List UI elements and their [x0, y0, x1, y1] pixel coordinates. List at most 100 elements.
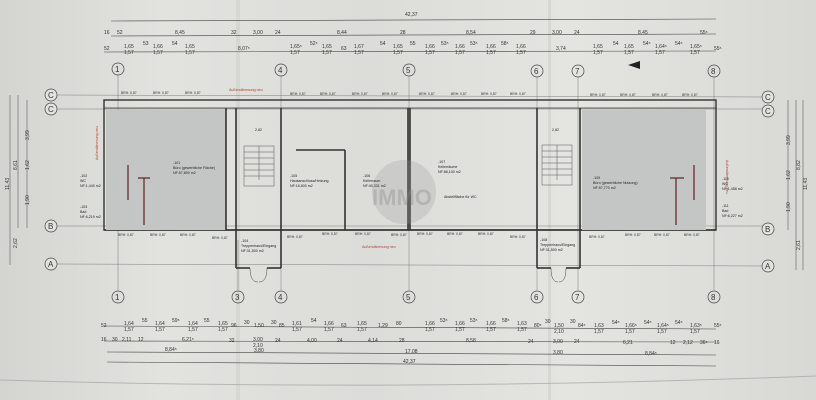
svg-text:3,00: 3,00: [552, 30, 562, 36]
svg-text:1,66: 1,66: [324, 321, 334, 327]
axis-c2-right: C: [765, 107, 771, 116]
axis-markers-side: [44, 88, 775, 273]
svg-text:1,57: 1,57: [455, 327, 465, 333]
svg-text:55: 55: [410, 41, 416, 47]
svg-text:-108: -108: [540, 238, 547, 242]
svg-text:1,57: 1,57: [425, 327, 435, 333]
svg-text:-106: -106: [363, 174, 370, 178]
svg-text:BRH: 0,87: BRH: 0,87: [320, 92, 336, 96]
svg-text:NF:31,500 m2: NF:31,500 m2: [241, 249, 264, 253]
svg-text:1,64: 1,64: [188, 321, 198, 327]
wc-storage-note: Abstellfläche für WC: [444, 195, 477, 199]
svg-text:36⁵: 36⁵: [700, 340, 708, 346]
side-dimension-lines: [9, 95, 804, 270]
svg-text:58⁵: 58⁵: [501, 41, 509, 47]
svg-text:BRH: 0,87: BRH: 0,87: [212, 236, 228, 240]
insulation-note-right: Außendämmung neu: [725, 160, 729, 194]
svg-text:-104: -104: [241, 239, 248, 243]
window-labels-top: BRH: 0,87 BRH: 0,87 BRH: 0,87 BRH: 0,87 BRH…: [121, 91, 698, 97]
svg-text:12: 12: [138, 337, 144, 343]
svg-text:54⁵: 54⁵: [612, 320, 620, 326]
svg-text:1,57: 1,57: [218, 327, 228, 333]
svg-text:53⁵: 53⁵: [470, 41, 478, 47]
svg-text:1,57: 1,57: [290, 50, 300, 56]
svg-text:16: 16: [714, 340, 720, 346]
svg-text:1,57: 1,57: [655, 50, 665, 56]
svg-text:1,66: 1,66: [516, 44, 526, 50]
svg-text:29: 29: [530, 30, 536, 36]
svg-text:1,65⁵: 1,65⁵: [290, 44, 302, 50]
svg-text:Treppenhaus/Eingang: Treppenhaus/Eingang: [241, 244, 276, 248]
svg-text:24: 24: [275, 30, 281, 36]
svg-text:54: 54: [311, 318, 317, 324]
wc-block-left: [127, 165, 150, 225]
svg-text:BRH: 0,87: BRH: 0,87: [620, 93, 636, 97]
svg-text:Kellerraum: Kellerraum: [363, 179, 380, 183]
svg-text:BRH: 0,87: BRH: 0,87: [290, 92, 306, 96]
bottom-dimension-chain: [103, 325, 717, 367]
axis-5-top: 5: [406, 66, 411, 75]
svg-text:BRH: 0,87: BRH: 0,87: [481, 92, 497, 96]
svg-text:1,57: 1,57: [486, 50, 496, 56]
axis-c2-left: C: [48, 105, 54, 114]
svg-text:6,21: 6,21: [623, 340, 633, 346]
svg-text:8,45: 8,45: [638, 30, 648, 36]
svg-text:BRH: 0,87: BRH: 0,87: [589, 235, 605, 239]
svg-text:Bad: Bad: [80, 210, 86, 214]
svg-text:-103: -103: [80, 205, 87, 209]
svg-text:3,00: 3,00: [253, 337, 263, 343]
left-dims: 11,43 8,61 2,62 3,99 1,62 1,90: [5, 130, 31, 248]
svg-text:1,57: 1,57: [593, 50, 603, 56]
svg-text:WC: WC: [722, 182, 728, 186]
axis-7-top: 7: [575, 67, 580, 76]
svg-text:1,57: 1,57: [425, 50, 435, 56]
svg-text:54: 54: [380, 41, 386, 47]
svg-text:2,61: 2,61: [796, 240, 802, 250]
svg-text:52⁵: 52⁵: [310, 41, 318, 47]
entrance-doors: [249, 267, 567, 283]
svg-text:1,65: 1,65: [322, 44, 332, 50]
axis-8-bottom: 8: [711, 293, 716, 302]
svg-text:52: 52: [101, 323, 107, 329]
axis-6-top: 6: [534, 67, 539, 76]
svg-text:1,57: 1,57: [357, 327, 367, 333]
svg-text:BRH: 0,87: BRH: 0,87: [510, 92, 526, 96]
svg-text:NF:57,800 m2: NF:57,800 m2: [173, 171, 196, 175]
svg-text:1,57: 1,57: [124, 327, 134, 333]
svg-text:BRH: 0,87: BRH: 0,87: [150, 233, 166, 237]
svg-text:96: 96: [231, 323, 237, 329]
svg-text:NF:88,100 m2: NF:88,100 m2: [438, 170, 461, 174]
svg-text:BRH: 0,87: BRH: 0,87: [322, 232, 338, 236]
svg-text:1,64⁵: 1,64⁵: [657, 323, 669, 329]
svg-text:1,63: 1,63: [517, 321, 527, 327]
axis-3-bottom: 3: [235, 293, 240, 302]
svg-text:55⁵: 55⁵: [714, 323, 722, 329]
svg-text:30: 30: [545, 319, 551, 325]
svg-text:1,57: 1,57: [322, 50, 332, 56]
axis-b-left: B: [48, 222, 53, 231]
svg-text:63: 63: [341, 46, 347, 52]
svg-text:1,65: 1,65: [218, 321, 228, 327]
svg-text:8,58: 8,58: [466, 338, 476, 344]
svg-text:2,10: 2,10: [554, 329, 564, 335]
svg-text:BRH: 0,87: BRH: 0,87: [478, 232, 494, 236]
svg-text:2,10: 2,10: [253, 343, 263, 349]
svg-text:3,99: 3,99: [25, 130, 31, 140]
svg-text:BRH: 0,87: BRH: 0,87: [417, 232, 433, 236]
svg-text:6,21⁵: 6,21⁵: [182, 337, 194, 343]
axis-markers-bottom: [111, 290, 721, 304]
svg-text:28: 28: [399, 338, 405, 344]
svg-text:1,57: 1,57: [516, 50, 526, 56]
svg-text:Treppenhaus/Eingang: Treppenhaus/Eingang: [540, 243, 575, 247]
axis-c-right: C: [765, 93, 771, 102]
svg-text:53⁵: 53⁵: [470, 318, 478, 324]
svg-text:1,64: 1,64: [124, 321, 134, 327]
svg-text:52: 52: [117, 30, 123, 36]
